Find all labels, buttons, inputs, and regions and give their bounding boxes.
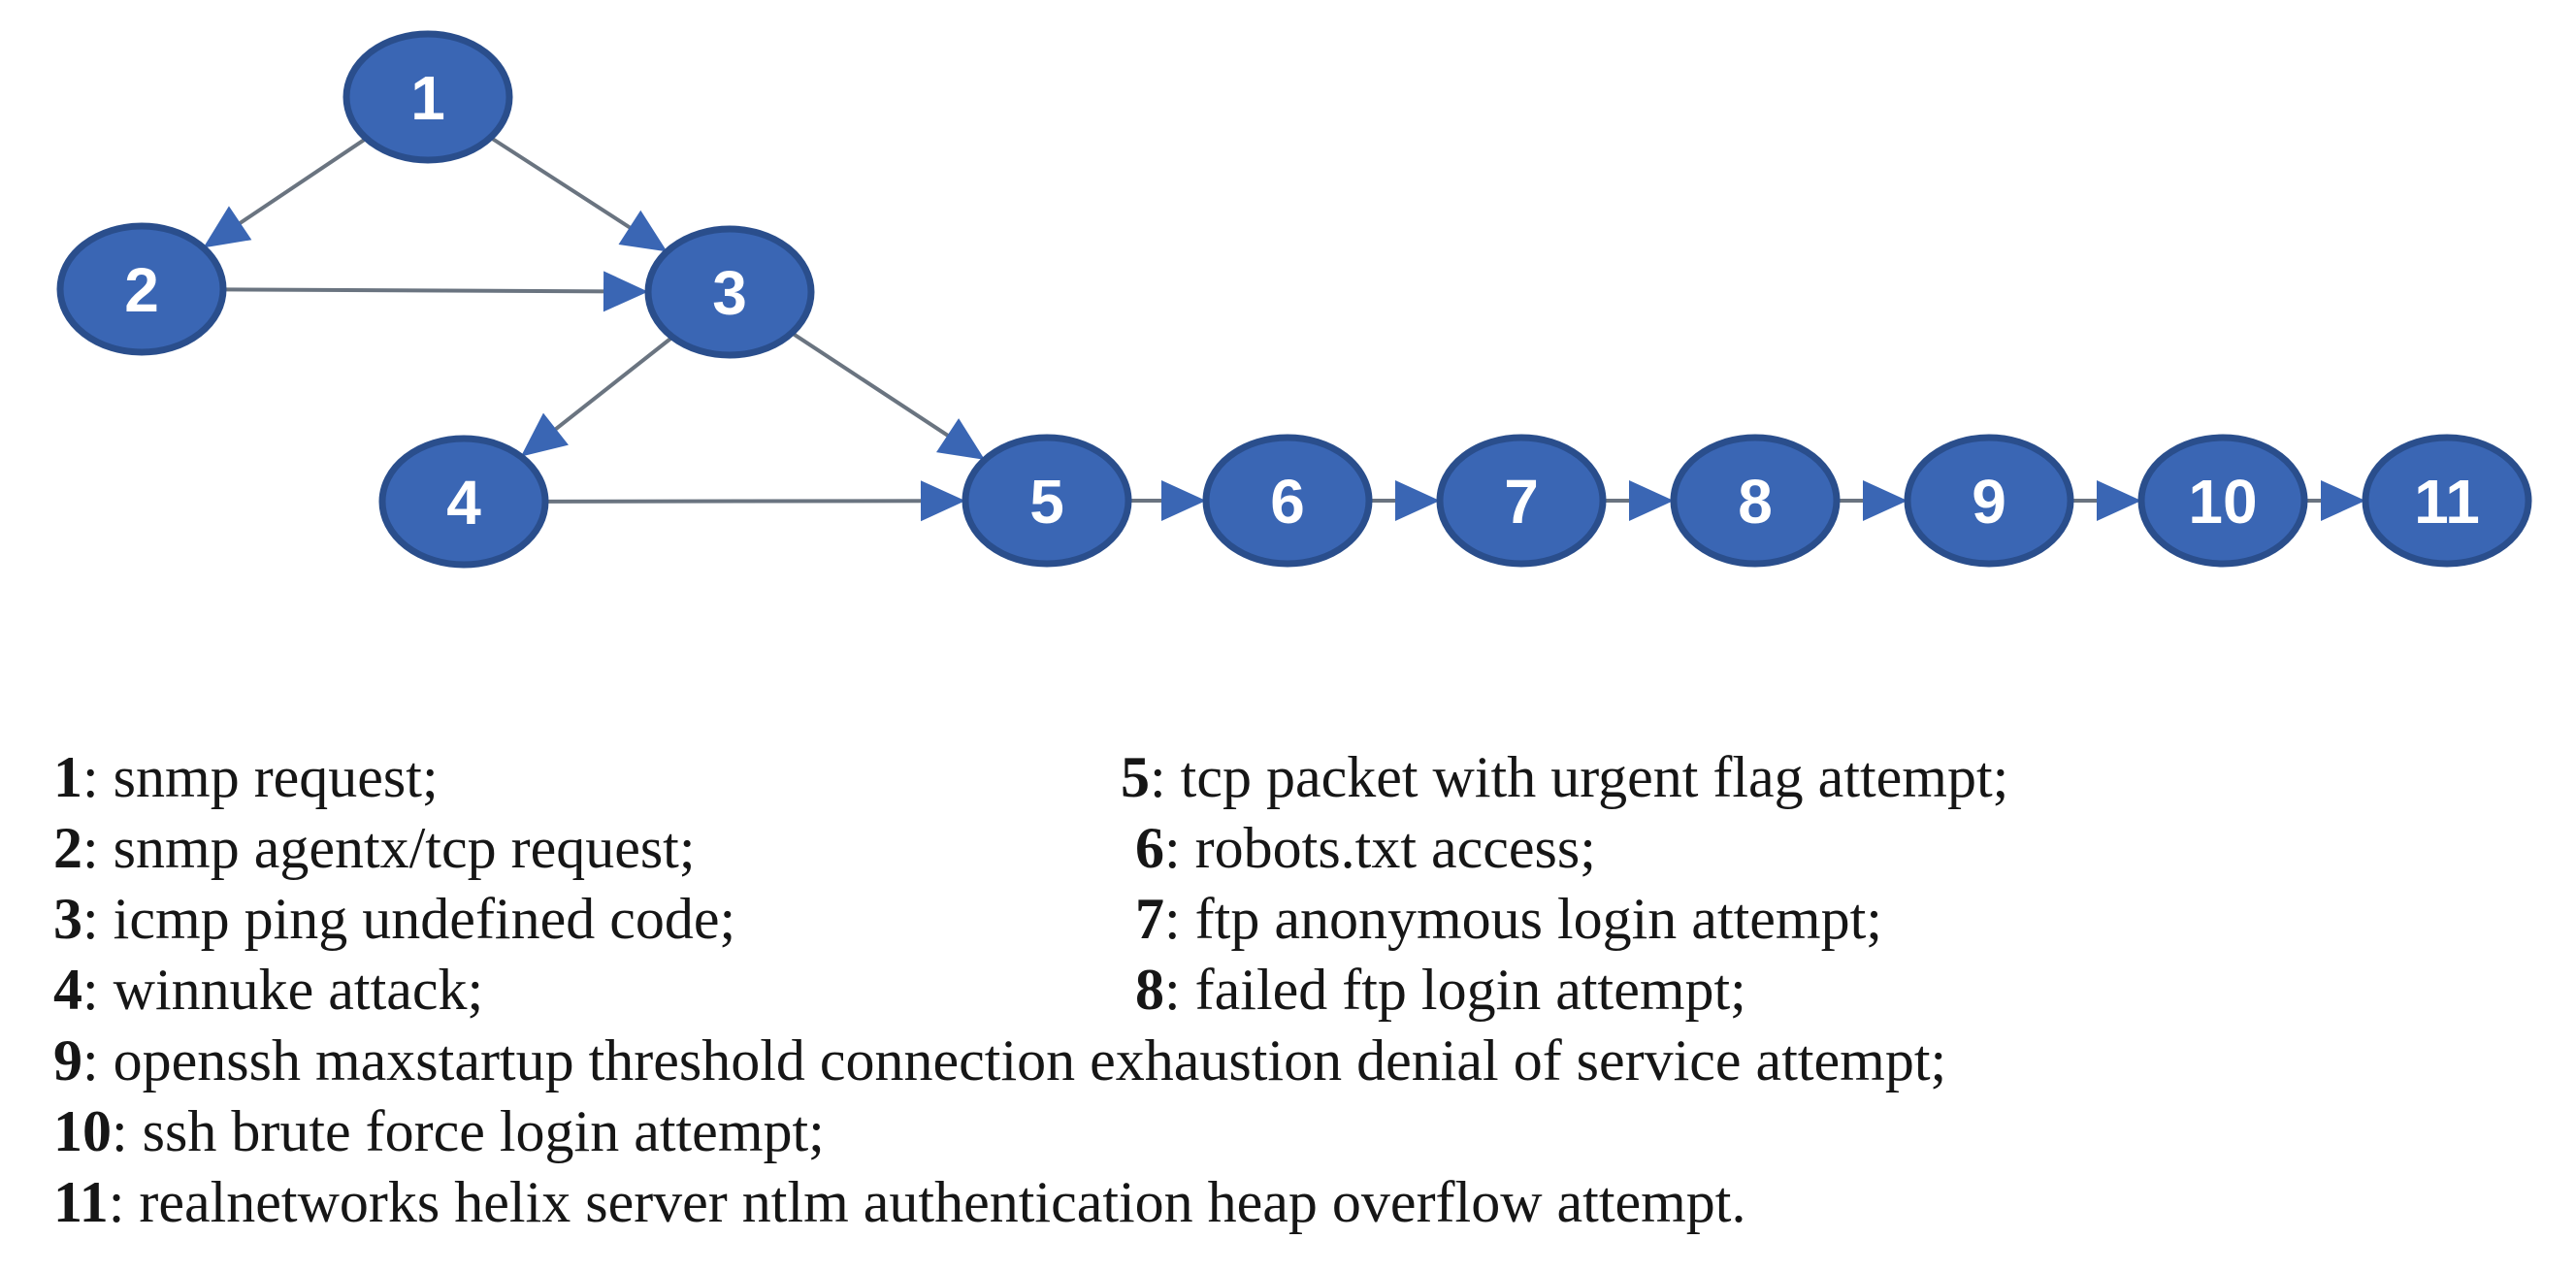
graph-node-8: 8	[1670, 434, 1841, 568]
legend-item-text: : ftp anonymous login attempt;	[1164, 887, 1882, 951]
edge-line-3-4	[550, 337, 672, 435]
edge-line-2-3	[224, 287, 610, 294]
legend-item-5: 5: tcp packet with urgent flag attempt;	[1121, 745, 2008, 809]
graph-node-label-8: 8	[1738, 467, 1773, 537]
legend-item-text: : icmp ping undefined code;	[82, 887, 736, 951]
edge-arrowhead-icon-4-5	[920, 480, 966, 522]
legend-item-number: 10	[53, 1099, 112, 1163]
legend-item-number: 6	[1135, 816, 1164, 880]
edge-arrowhead-icon-2-3	[603, 271, 649, 312]
legend-item-number: 9	[53, 1028, 82, 1093]
legend-item-number: 4	[53, 958, 82, 1022]
legend-item-text: : snmp request;	[82, 745, 439, 809]
graph-node-4: 4	[378, 435, 549, 569]
graph-node-label-5: 5	[1029, 467, 1064, 537]
edge-line-3-5	[792, 332, 954, 440]
legend-item-4: 4: winnuke attack;	[53, 958, 483, 1022]
graph-node-label-7: 7	[1504, 467, 1539, 537]
legend-item-number: 2	[53, 816, 82, 880]
graph-node-label-9: 9	[1972, 467, 2006, 537]
graph-node-label-1: 1	[410, 63, 445, 133]
graph-node-ellipse-1	[342, 30, 513, 164]
attack-graph-svg: 1 2 3 4 5 6 7 8 9 10 11	[56, 30, 2532, 569]
legend-item-text: : realnetworks helix server ntlm authent…	[108, 1170, 1746, 1234]
edge-arrowhead-icon-9-10	[2097, 480, 2141, 521]
graph-node-ellipse-9	[1904, 434, 2074, 568]
edge-arrowhead-icon-10-11	[2321, 480, 2365, 521]
graph-node-ellipse-10	[2137, 434, 2308, 568]
legend-item-6: 6: robots.txt access;	[1135, 816, 1596, 880]
graph-node-ellipse-4	[378, 435, 549, 569]
legend-item-11: 11: realnetworks helix server ntlm authe…	[53, 1170, 1745, 1234]
edge-line-4-5	[546, 499, 928, 504]
graph-node-label-4: 4	[446, 468, 481, 538]
legend-item-9: 9: openssh maxstartup threshold connecti…	[53, 1028, 1946, 1093]
graph-node-11: 11	[2362, 434, 2532, 568]
graph-node-3: 3	[644, 225, 815, 359]
legend-item-text: : winnuke attack;	[82, 958, 484, 1022]
legend-item-text: : openssh maxstartup threshold connectio…	[82, 1028, 1947, 1093]
edge-arrowhead-icon-1-2	[203, 206, 252, 248]
graph-node-5: 5	[962, 434, 1132, 568]
graph-node-ellipse-6	[1202, 434, 1373, 568]
legend-item-7: 7: ftp anonymous login attempt;	[1135, 887, 1882, 951]
legend-item-number: 7	[1135, 887, 1164, 951]
edge-arrowhead-icon-5-6	[1161, 480, 1206, 521]
edge-arrowhead-icon-3-5	[936, 418, 985, 460]
legend-item-10: 10: ssh brute force login attempt;	[53, 1099, 825, 1163]
legend-item-text: : failed ftp login attempt;	[1164, 958, 1746, 1022]
legend-item-number: 8	[1135, 958, 1164, 1022]
graph-node-10: 10	[2137, 434, 2308, 568]
graph-node-7: 7	[1436, 434, 1607, 568]
graph-node-ellipse-8	[1670, 434, 1841, 568]
graph-node-label-11: 11	[2414, 467, 2480, 537]
edge-arrowhead-icon-8-9	[1863, 480, 1908, 521]
graph-node-6: 6	[1202, 434, 1373, 568]
graph-node-1: 1	[342, 30, 513, 164]
legend-item-number: 5	[1121, 745, 1150, 809]
edge-line-1-3	[491, 137, 636, 233]
graph-node-ellipse-5	[962, 434, 1132, 568]
legend-item-text: : robots.txt access;	[1164, 816, 1596, 880]
legend-item-number: 1	[53, 745, 82, 809]
edge-arrowhead-icon-1-3	[618, 210, 668, 252]
legend-item-3: 3: icmp ping undefined code;	[53, 887, 735, 951]
legend-item-number: 3	[53, 887, 82, 951]
legend-item-number: 11	[53, 1170, 109, 1234]
graph-node-ellipse-3	[644, 225, 815, 359]
edge-arrowhead-icon-3-4	[520, 412, 569, 457]
legend-item-text: : ssh brute force login attempt;	[112, 1099, 825, 1163]
edge-arrowhead-icon-6-7	[1395, 480, 1440, 521]
edge-line-1-2	[234, 138, 366, 228]
legend-item-text: : snmp agentx/tcp request;	[82, 816, 696, 880]
graph-node-9: 9	[1904, 434, 2074, 568]
graph-node-label-3: 3	[712, 258, 747, 328]
graph-node-2: 2	[56, 222, 227, 356]
graph-node-ellipse-2	[56, 222, 227, 356]
legend-item-1: 1: snmp request;	[53, 745, 439, 809]
graph-node-label-6: 6	[1270, 467, 1305, 537]
graph-node-label-2: 2	[124, 255, 159, 325]
graph-node-ellipse-11	[2362, 434, 2532, 568]
edge-arrowhead-icon-7-8	[1629, 480, 1674, 521]
legend-item-8: 8: failed ftp login attempt;	[1135, 958, 1746, 1022]
legend-item-text: : tcp packet with urgent flag attempt;	[1150, 745, 2009, 809]
graph-node-label-10: 10	[2188, 467, 2257, 537]
legend-item-2: 2: snmp agentx/tcp request;	[53, 816, 696, 880]
graph-node-ellipse-7	[1436, 434, 1607, 568]
